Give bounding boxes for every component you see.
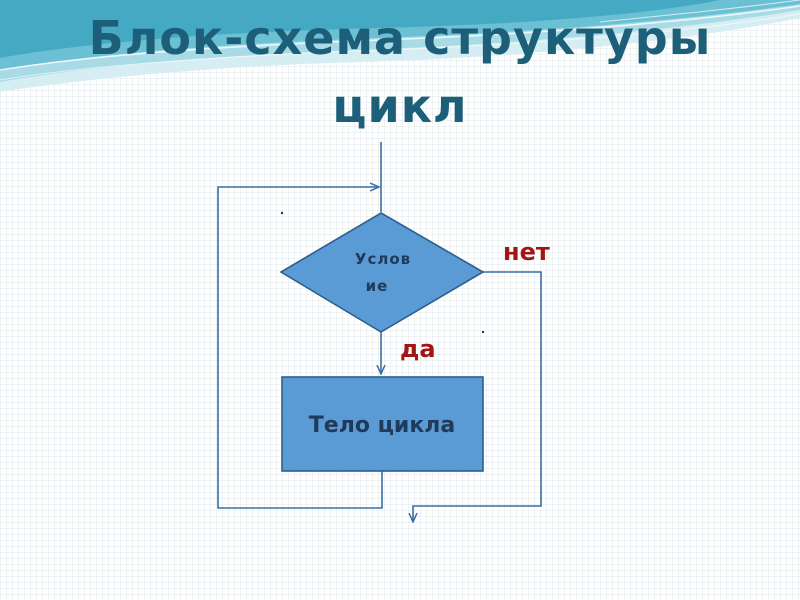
title-line-1: Блок-схема структуры	[88, 11, 712, 65]
condition-diamond	[279, 212, 485, 333]
slide-title: Блок-схема структуры цикл	[0, 4, 800, 140]
condition-label-line-1: Услов	[355, 250, 411, 268]
loop-body-box	[281, 376, 484, 472]
stray-dot	[280, 211, 284, 215]
condition-label-line-2: ие	[366, 277, 389, 295]
yes-label: да	[400, 335, 436, 363]
title-line-2: цикл	[332, 79, 468, 133]
decorative-wave-header	[0, 0, 800, 92]
no-label: нет	[503, 238, 550, 266]
no-branch-line	[413, 271, 542, 522]
loop-back-line	[217, 187, 383, 509]
stray-dot	[481, 330, 485, 334]
loop-body-label: Тело цикла	[309, 413, 455, 438]
